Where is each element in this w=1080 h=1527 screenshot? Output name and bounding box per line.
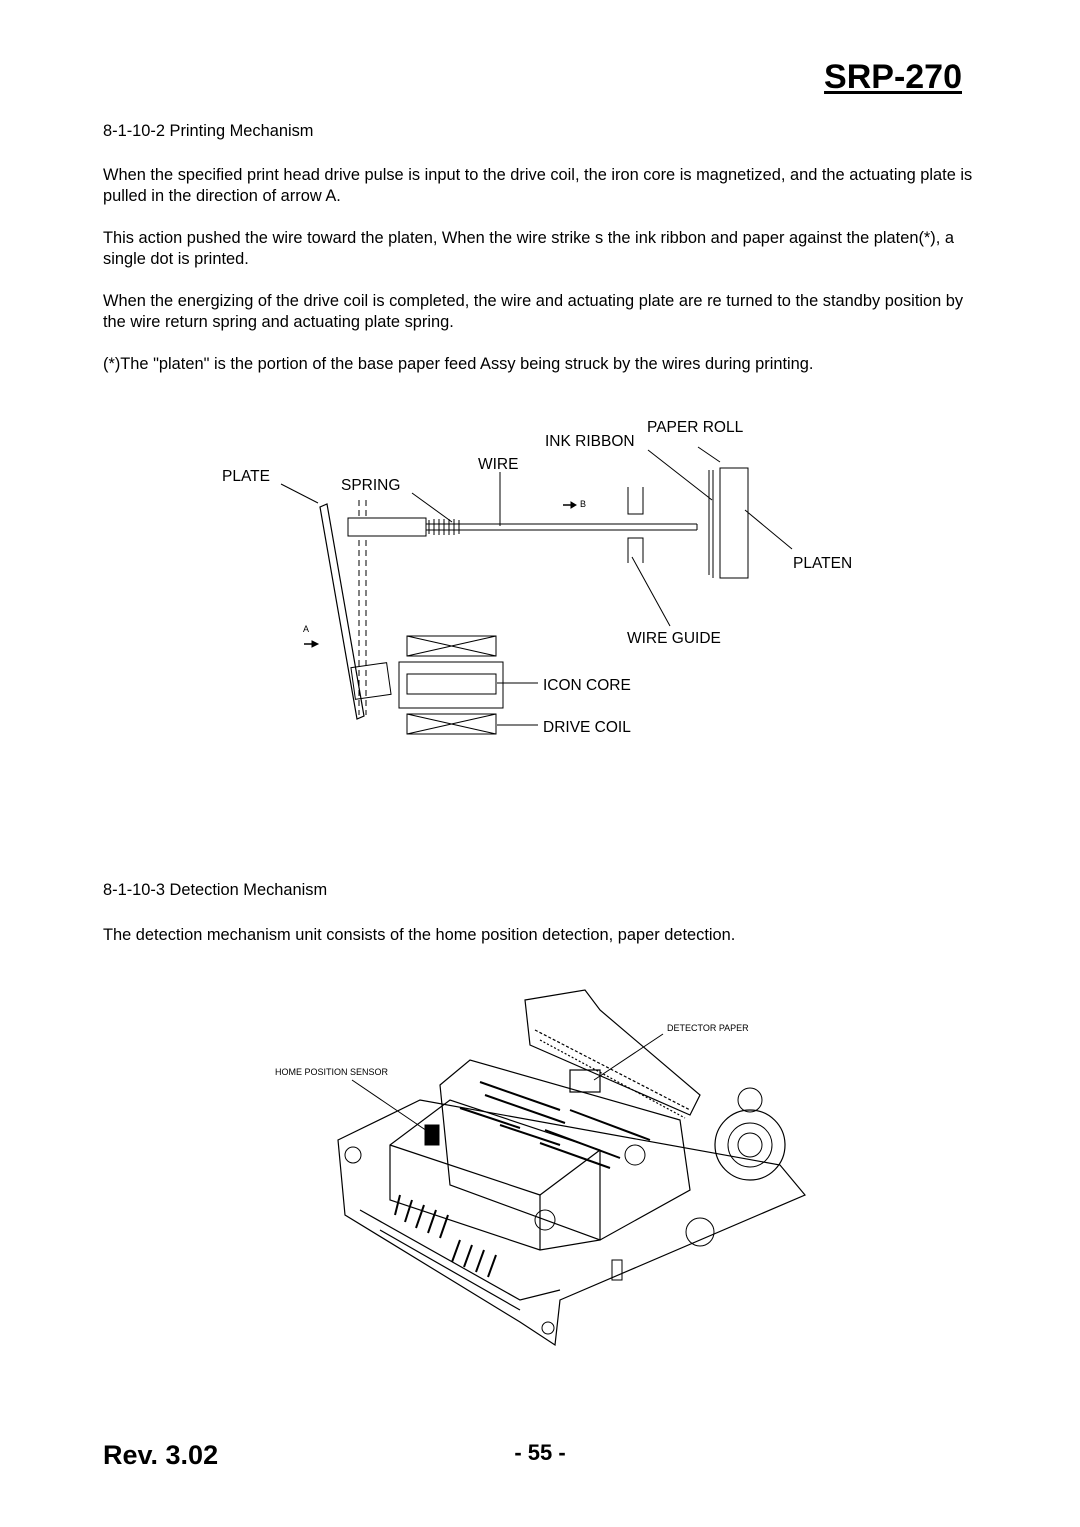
iron-core (398, 661, 504, 709)
label-paper-roll: PAPER ROLL (647, 419, 744, 436)
label-wire: WIRE (478, 456, 518, 473)
section-heading-detection: 8-1-10-3 Detection Mechanism (103, 881, 328, 899)
label-icon-core: ICON CORE (543, 677, 631, 694)
page-number: - 55 - (514, 1440, 566, 1465)
paragraph-detection: The detection mechanism unit consists of… (103, 926, 736, 944)
paragraph-return: When the energizing of the drive coil is… (103, 292, 964, 331)
paragraph-wire-strike: This action pushed the wire toward the p… (103, 229, 954, 268)
carriage-block (389, 1059, 691, 1251)
coil-bottom (406, 713, 497, 735)
revision-label: Rev. 3.02 (103, 1440, 219, 1470)
coil-top (406, 635, 497, 657)
paragraph-platen-note: (*)The "platen" is the portion of the ba… (103, 355, 814, 373)
top-roller-frame (524, 989, 701, 1119)
base-frame (337, 1099, 806, 1347)
ribbon-teeth (394, 1194, 497, 1278)
gear-wheel (685, 1087, 786, 1247)
section-heading-printing: 8-1-10-2 Printing Mechanism (103, 122, 314, 140)
label-detector-paper: DETECTOR PAPER (667, 1023, 749, 1033)
model-title: SRP-270 (824, 58, 962, 96)
label-b: B (580, 499, 586, 509)
label-spring: SPRING (341, 477, 400, 494)
label-wire-guide: WIRE GUIDE (627, 630, 721, 647)
printer-mechanism-illustration: DETECTOR PAPER HOME POSITION SENSOR (275, 989, 806, 1347)
paragraph-drive-pulse: When the specified print head drive puls… (103, 166, 973, 205)
label-home-position-sensor: HOME POSITION SENSOR (275, 1067, 389, 1077)
label-platen: PLATEN (793, 555, 852, 572)
label-plate: PLATE (222, 468, 270, 485)
printing-mechanism-diagram: PAPER ROLL INK RIBBON WIRE PLATE SPRING … (222, 419, 852, 736)
label-a: A (303, 624, 309, 634)
label-ink-ribbon: INK RIBBON (545, 433, 635, 450)
actuating-plate (319, 503, 392, 720)
head-slots (459, 1081, 651, 1169)
spring-coils (428, 519, 460, 535)
label-drive-coil: DRIVE COIL (543, 719, 631, 736)
